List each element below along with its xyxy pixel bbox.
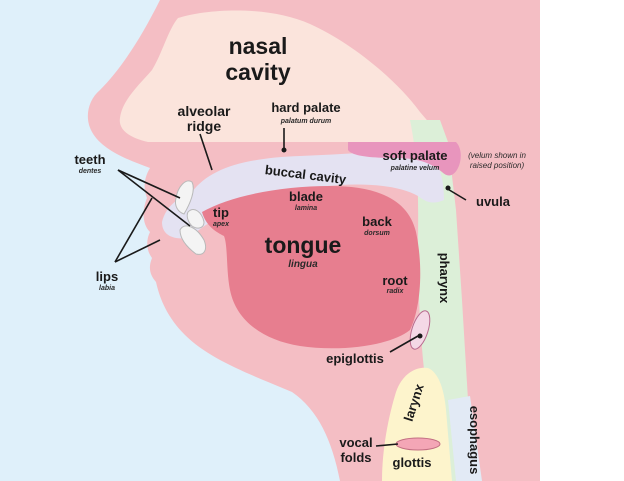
- nasal-label-line1: nasal: [229, 33, 288, 59]
- teeth-latin: dentes: [79, 168, 102, 175]
- vocal-label-line2: folds: [340, 450, 371, 465]
- soft-palate-latin: palatine velum: [390, 165, 440, 172]
- uvula-label: uvula: [476, 194, 511, 209]
- teeth-pointer-b: [117, 169, 191, 227]
- soft-palate-label: soft palate: [382, 148, 447, 163]
- oral-cavity: [162, 151, 444, 239]
- root-latin: radix: [387, 288, 405, 295]
- pointer-lines: [114, 128, 467, 447]
- tongue-label: tongue: [265, 232, 342, 258]
- velum-note-line2: raised position): [470, 161, 525, 170]
- upper-tooth: [175, 180, 194, 215]
- back-label: back: [362, 214, 392, 229]
- epiglottis-pointer: [389, 335, 419, 353]
- pharynx-region: [410, 120, 474, 481]
- alveolar-label-line2: ridge: [187, 118, 221, 134]
- nasal-label-line2: cavity: [225, 59, 290, 85]
- uvula-dot: [445, 185, 451, 191]
- lips-latin: labia: [99, 285, 115, 292]
- vocal-folds-shape: [395, 437, 441, 451]
- glottis-label: glottis: [393, 455, 432, 470]
- alveolar-pointer: [199, 133, 213, 171]
- tip-label: tip: [213, 205, 229, 220]
- vocal-pointer: [375, 443, 399, 447]
- lips-pointer-a: [114, 197, 153, 263]
- pharynx-label: pharynx: [437, 253, 452, 304]
- epiglottis-shape: [409, 310, 431, 350]
- back-latin: dorsum: [364, 230, 390, 237]
- lips-label: lips: [96, 269, 118, 284]
- teeth-label: teeth: [74, 152, 105, 167]
- hard-palate-label: hard palate: [271, 100, 340, 115]
- root-label: root: [382, 273, 408, 288]
- velum-note-line1: (velum shown in: [468, 151, 526, 160]
- tongue-latin: lingua: [288, 259, 318, 270]
- blade-latin: lamina: [295, 205, 317, 212]
- esophagus-region: [448, 396, 482, 481]
- lips-pointer-b: [114, 239, 161, 263]
- epiglottis-label: epiglottis: [326, 351, 384, 366]
- hard-palate-dot: [281, 147, 287, 153]
- inner-tooth: [186, 209, 205, 229]
- vocal-label-line1: vocal: [339, 435, 372, 450]
- alveolar-label-line1: alveolar: [178, 103, 231, 119]
- hard-palate-latin: palatum durum: [280, 118, 332, 125]
- teeth-pointer-a: [117, 169, 181, 199]
- esophagus-label: esophagus: [467, 406, 482, 475]
- blade-label: blade: [289, 189, 323, 204]
- tongue-shape: [202, 186, 421, 349]
- soft-palate-region: [348, 142, 461, 176]
- epiglottis-dot: [417, 333, 423, 339]
- tip-latin: apex: [213, 221, 230, 228]
- larynx-region: [382, 367, 452, 481]
- lower-tooth: [179, 225, 207, 255]
- nasal-cavity: [119, 10, 446, 143]
